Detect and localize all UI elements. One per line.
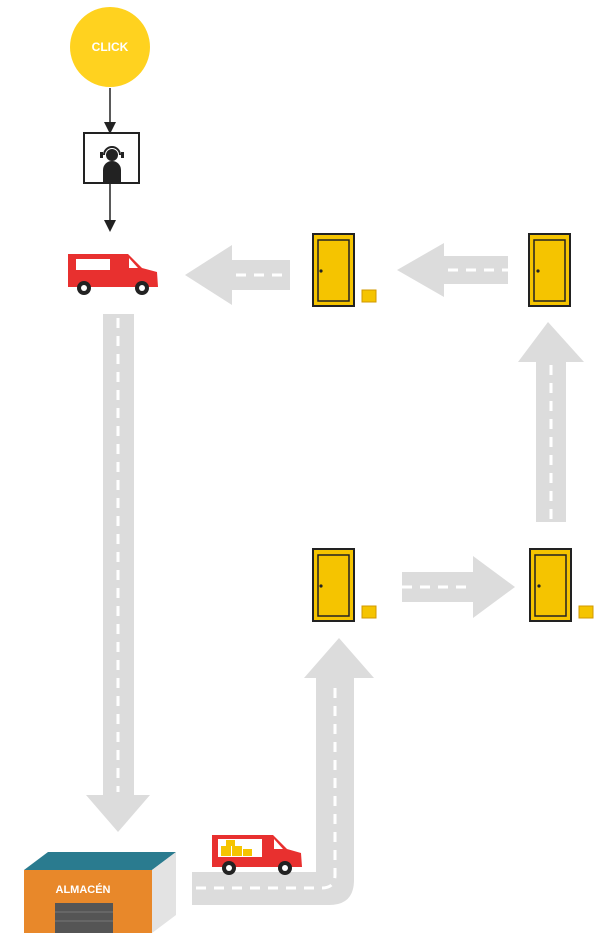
call-center-agent-icon [83, 132, 140, 184]
delivery-van-icon [68, 254, 158, 295]
package-icon [578, 605, 594, 619]
package-icon [361, 289, 377, 303]
click-label: CLICK [92, 40, 129, 54]
click-start-node[interactable]: CLICK [70, 7, 150, 87]
road-arrow-warehouse-to-door [192, 638, 374, 905]
click-circle[interactable] [70, 7, 150, 87]
warehouse-label: ALMACÉN [56, 883, 111, 896]
door-top-middle [312, 233, 377, 307]
door-middle-right [529, 548, 594, 622]
door-top-right [528, 233, 571, 307]
lane-markings [116, 268, 553, 890]
loaded-van-icon [212, 835, 302, 875]
package-icon [361, 605, 377, 619]
warehouse-icon: ALMACÉN [24, 852, 176, 933]
door-middle-left [312, 548, 377, 622]
